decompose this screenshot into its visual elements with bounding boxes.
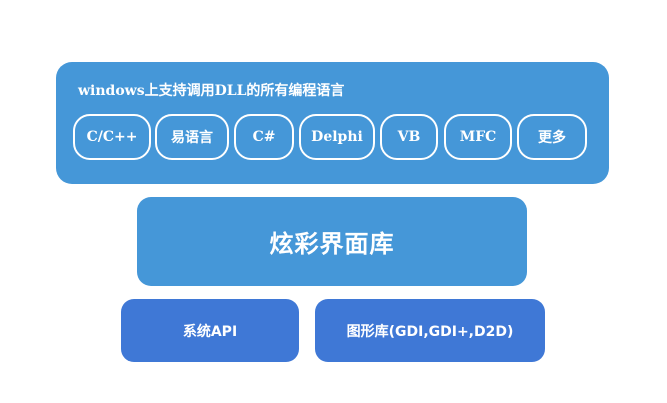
language-button-yi[interactable]: 易语言 (155, 114, 229, 160)
system-api-box: 系统API (121, 299, 299, 362)
language-button-delphi[interactable]: Delphi (299, 114, 375, 160)
language-button-c-cpp[interactable]: C/C++ (73, 114, 151, 160)
core-library-label: 炫彩界面库 (269, 230, 395, 258)
language-button-csharp[interactable]: C# (234, 114, 294, 160)
core-library-box: 炫彩界面库 (137, 197, 527, 286)
graphics-library-label: 图形库(GDI,GDI+,D2D) (346, 323, 514, 340)
language-button-mfc[interactable]: MFC (444, 114, 512, 160)
language-button-more[interactable]: 更多 (517, 114, 587, 160)
languages-panel-title: windows上支持调用DLL的所有编程语言 (78, 83, 345, 99)
languages-panel: windows上支持调用DLL的所有编程语言 C/C++ 易语言 C# Delp… (56, 62, 609, 184)
graphics-library-box: 图形库(GDI,GDI+,D2D) (315, 299, 545, 362)
language-button-vb[interactable]: VB (380, 114, 438, 160)
system-api-label: 系统API (182, 323, 238, 340)
